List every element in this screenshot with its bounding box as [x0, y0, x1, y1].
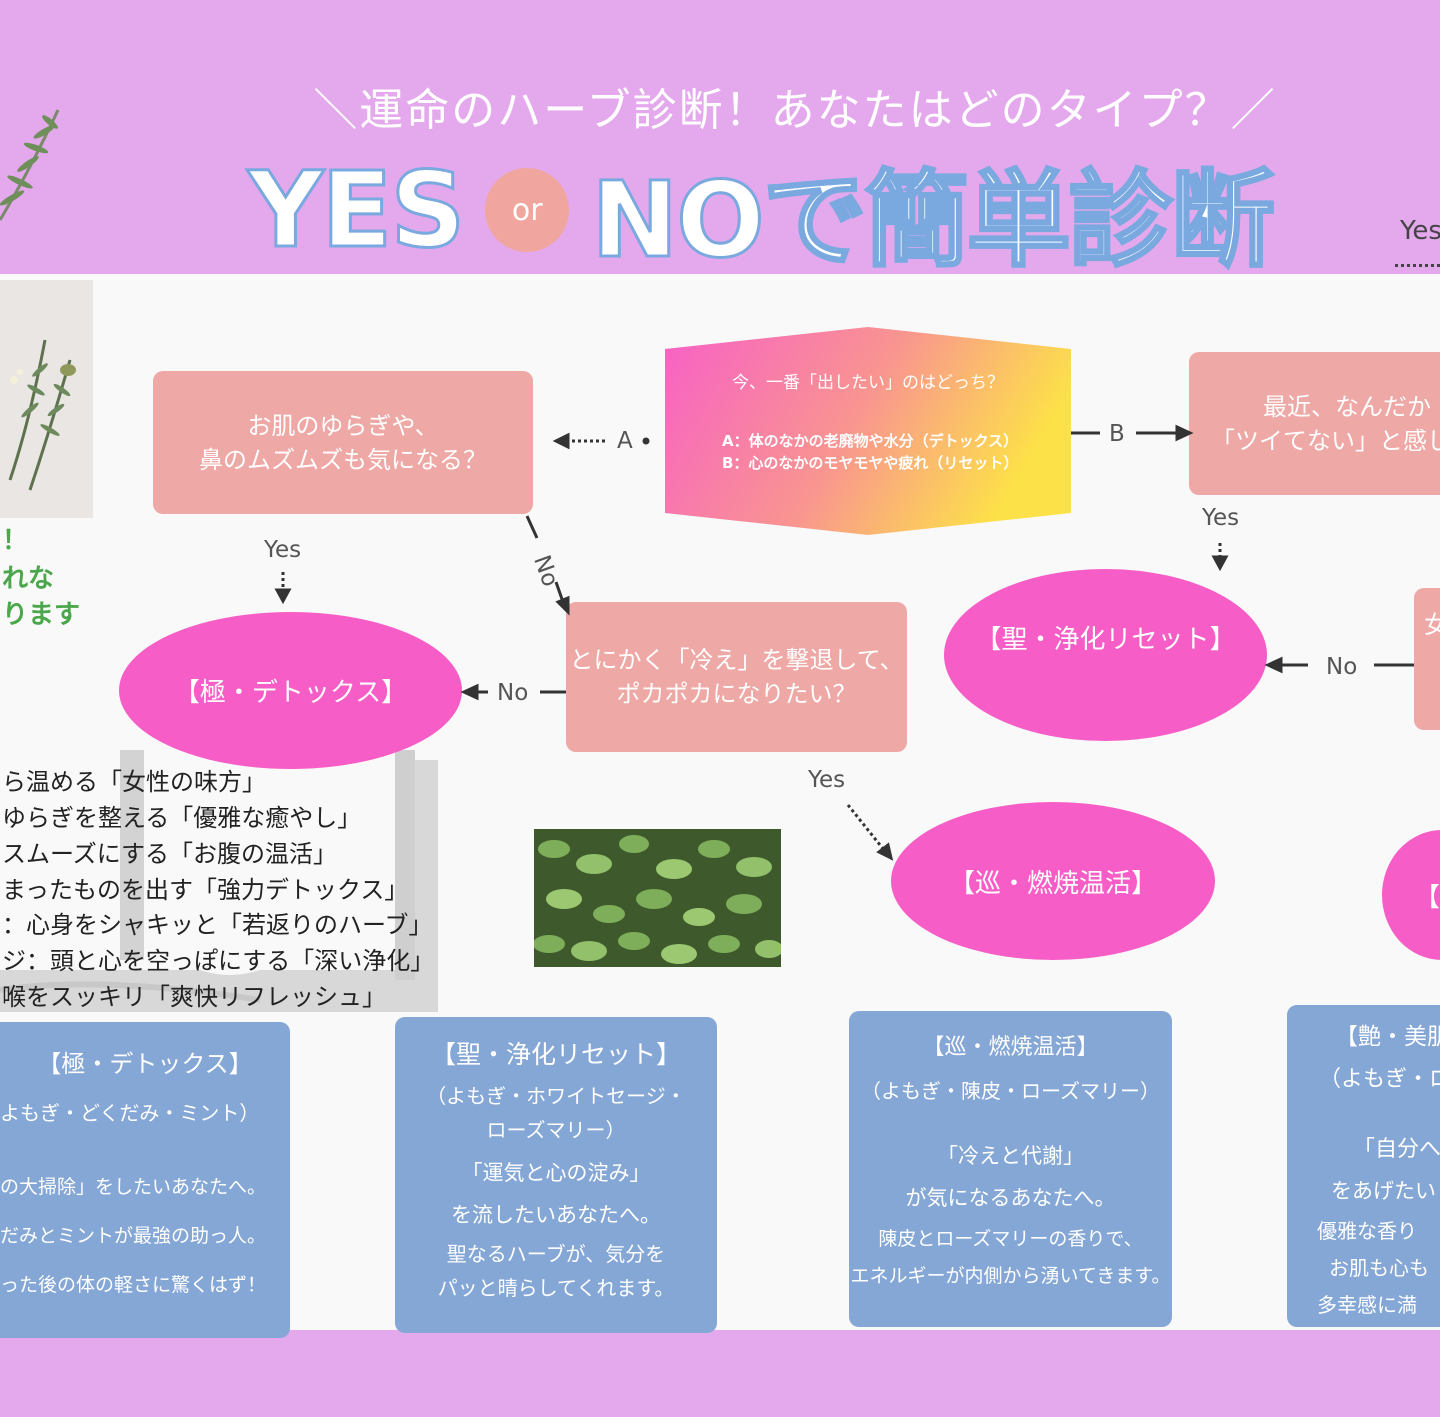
label-yes-luck: Yes — [1202, 505, 1240, 531]
result-warm-herbs: （よもぎ・陳皮・ローズマリー） — [861, 1079, 1160, 1103]
herb-photo — [0, 280, 93, 518]
rosemary-photo-icon — [8, 339, 76, 491]
result-partial-herbs: （よもぎ・ロ — [1319, 1067, 1440, 1092]
result-partial-line: お肌も心も — [1329, 1256, 1429, 1280]
result-warm: 【巡・燃焼温活】 （よもぎ・陳皮・ローズマリー） 「冷えと代謝」 が気になるあな… — [849, 1011, 1172, 1327]
corner-yes-label: Yes — [1400, 216, 1440, 246]
question-skin-line: お肌のゆらぎや、 — [247, 411, 439, 440]
result-warm-line: 陳皮とローズマリーの香りで、 — [878, 1228, 1143, 1250]
result-partial-line: 多幸感に満 — [1317, 1293, 1417, 1317]
result-partial-line: 優雅な香り — [1317, 1219, 1417, 1243]
herb-list-line: スムーズにする「お腹の温活」 — [2, 840, 338, 868]
question-luck-line: 最近、なんだか — [1263, 392, 1431, 421]
start-option-a: A：体のなかの老廃物や水分（デトックス） — [722, 432, 1019, 450]
green-text-1: ！ — [2, 526, 29, 556]
label-yes-skin: Yes — [264, 537, 302, 563]
herb-list-line: ジ：頭と心を空っぽにする「深い浄化」 — [2, 947, 435, 975]
result-partial-line: をあげたい — [1331, 1179, 1436, 1203]
herb-list-line: 喉をスッキリ「爽快リフレッシュ」 — [2, 983, 386, 1011]
result-detox-title: 【極・デトックス】 — [37, 1050, 253, 1078]
question-skin: お肌のゆらぎや、 鼻のムズムズも気になる？ — [153, 371, 533, 514]
herb-list-line: ：心身をシャキッと「若返りのハーブ」 — [2, 911, 433, 939]
result-partial-title: 【艶・美肌 — [1335, 1024, 1440, 1050]
rosemary-sprig-icon — [0, 109, 60, 221]
title-yes: YES — [246, 148, 466, 273]
type-detox: 【極・デトックス】 — [119, 612, 462, 769]
start-question-text: 今、一番「出したい」のはどっち？ — [732, 373, 1004, 393]
main-title: YES or NOで簡単診断 — [246, 148, 1276, 283]
title-no: NOで簡単診断 — [590, 157, 1276, 282]
subtitle: ＼運命のハーブ診断！あなたはどのタイプ？／ — [313, 85, 1277, 136]
result-partial: 【艶・美肌 （よもぎ・ロ 「自分へ をあげたい 優雅な香り お肌も心も 多幸感に… — [1287, 1005, 1440, 1327]
result-reset-line: を流したいあなたへ。 — [451, 1203, 661, 1227]
result-warm-line: エネルギーが内側から湧いてきます。 — [850, 1265, 1171, 1287]
result-detox-herbs: よもぎ・どくだみ・ミント） — [0, 1101, 260, 1125]
question-partial-text: 女 — [1424, 611, 1440, 639]
label-b: B — [1109, 421, 1125, 447]
question-partial-right: 女 — [1414, 588, 1440, 730]
result-partial-line: 「自分へ — [1353, 1137, 1440, 1162]
result-reset-line: パッと晴らしてくれます。 — [437, 1276, 675, 1300]
result-detox-line: の大掃除」をしたいあなたへ。 — [0, 1176, 267, 1198]
result-detox-line: った後の体の軽さに驚くはず！ — [0, 1274, 267, 1296]
result-reset-herbs: （よもぎ・ホワイトセージ・ — [426, 1084, 686, 1108]
label-yes-cold: Yes — [808, 767, 846, 793]
type-reset: 【聖・浄化リセット】 — [944, 569, 1267, 741]
herb-list-line: ゆらぎを整える「優雅な癒やし」 — [2, 804, 362, 832]
result-reset-line: 聖なるハーブが、気分を — [446, 1242, 666, 1266]
question-cold-line: とにかく「冷え」を撃退して、 — [569, 646, 904, 674]
bottom-band — [0, 1330, 1440, 1417]
start-question-hexagon — [665, 327, 1071, 535]
green-text-2: れな — [2, 564, 55, 594]
herb-leaves-photo — [534, 829, 781, 967]
question-luck-line: 「ツイてない」と感じ — [1211, 426, 1440, 455]
herb-list-line: ら温める「女性の味方」 — [2, 768, 266, 796]
label-a: A — [617, 428, 633, 454]
result-reset-herbs: ローズマリー） — [486, 1118, 626, 1142]
herb-list-line: まったものを出す「強力デトックス」 — [2, 876, 409, 904]
result-reset: 【聖・浄化リセット】 （よもぎ・ホワイトセージ・ ローズマリー） 「運気と心の淀… — [395, 1017, 717, 1333]
book-illustration — [0, 750, 438, 1012]
result-reset-line: 「運気と心の淀み」 — [461, 1161, 651, 1185]
title-or-badge: or — [485, 168, 570, 252]
result-warm-line: 「冷えと代謝」 — [937, 1144, 1084, 1168]
result-reset-title: 【聖・浄化リセット】 — [430, 1040, 681, 1069]
label-no-right: No — [1326, 654, 1358, 680]
result-warm-line: が気になるあなたへ。 — [905, 1186, 1116, 1210]
question-cold-line: ポカポカになりたい？ — [616, 680, 857, 708]
start-option-b: B：心のなかのモヤモヤや疲れ（リセット） — [722, 454, 1019, 472]
question-luck: 最近、なんだか 「ツイてない」と感じ — [1189, 352, 1440, 495]
question-skin-line: 鼻のムズムズも気になる？ — [199, 445, 487, 474]
question-cold: とにかく「冷え」を撃退して、 ポカポカになりたい？ — [566, 602, 907, 752]
green-text-3: ります — [2, 600, 81, 630]
result-detox-line: だみとミントが最強の助っ人。 — [0, 1225, 267, 1247]
label-no-cold: No — [497, 680, 529, 706]
corner-dotted-line — [1395, 264, 1440, 267]
result-detox: 【極・デトックス】 よもぎ・どくだみ・ミント） の大掃除」をしたいあなたへ。 だ… — [0, 1022, 290, 1338]
type-warm: 【巡・燃焼温活】 — [891, 802, 1215, 960]
result-warm-title: 【巡・燃焼温活】 — [922, 1035, 1099, 1060]
